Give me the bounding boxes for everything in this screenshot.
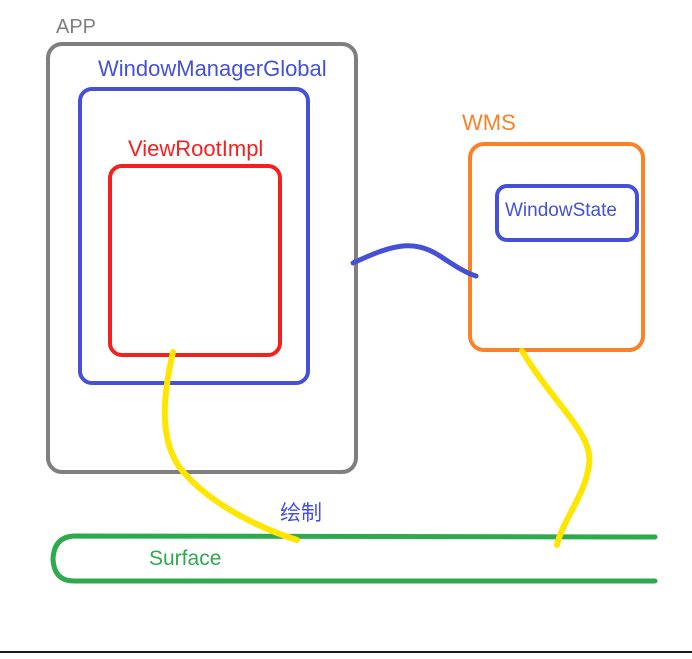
edge-label-draw: 绘制 xyxy=(280,502,322,525)
node-label-app: APP xyxy=(56,16,97,38)
node-wms-box xyxy=(468,142,645,352)
edge-wms-to-surface xyxy=(519,348,593,548)
node-surface-box xyxy=(50,533,658,584)
node-label-window-manager-global: WindowManagerGlobal xyxy=(98,56,327,81)
node-window-state-box xyxy=(495,184,639,242)
node-label-view-root-impl: ViewRootImpl xyxy=(128,136,264,161)
edge-viewrootimpl-to-surface xyxy=(161,349,300,543)
node-label-window-state: WindowState xyxy=(505,200,617,221)
node-label-wms: WMS xyxy=(462,110,516,135)
node-view-root-impl-box xyxy=(108,164,282,357)
node-label-surface: Surface xyxy=(149,547,222,570)
node-app-box xyxy=(46,42,358,474)
edge-app-to-wms xyxy=(350,243,479,279)
bottom-divider xyxy=(0,651,692,653)
node-window-manager-global-box xyxy=(78,87,310,385)
